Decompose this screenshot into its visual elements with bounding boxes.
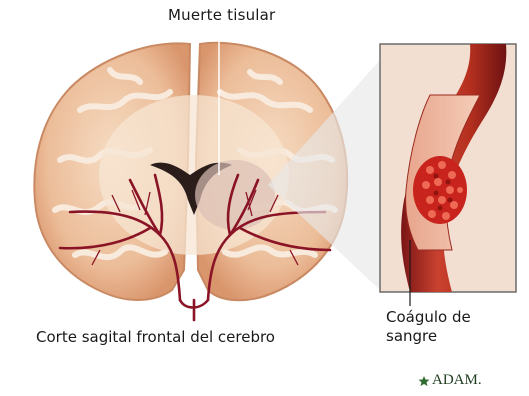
tissue-death-label: Muerte tisular: [168, 6, 275, 24]
blood-clot: [413, 156, 467, 224]
tissue-death-area: [195, 160, 275, 230]
adam-logo: ADAM.: [418, 372, 482, 389]
blood-clot-label-line2: sangre: [386, 327, 471, 346]
adam-star-logo: [418, 376, 430, 386]
blood-clot-label: Coágulo de sangre: [386, 308, 471, 346]
vessel-inset: [380, 44, 516, 292]
brain-section-caption: Corte sagital frontal del cerebro: [36, 328, 275, 346]
blood-clot-label-line1: Coágulo de: [386, 308, 471, 327]
adam-logo-text: ADAM.: [432, 372, 482, 389]
